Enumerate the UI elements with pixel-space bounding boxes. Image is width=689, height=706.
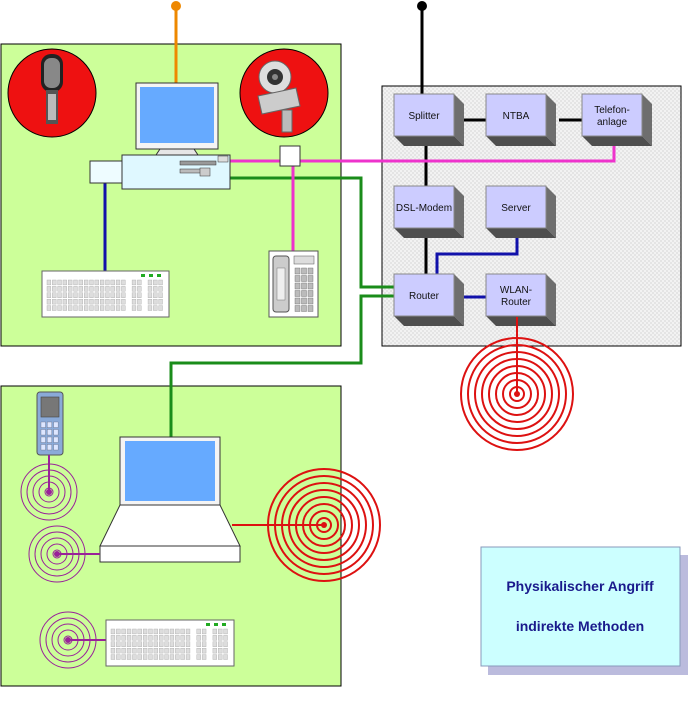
laptop-radio-waves xyxy=(267,468,381,582)
ntba-box: NTBA xyxy=(485,93,556,146)
splitter-box: Splitter xyxy=(393,93,464,146)
phone-wire xyxy=(230,143,616,163)
telefonanlage-box-label-2: anlage xyxy=(597,117,627,128)
mobile-phone-icon xyxy=(36,391,64,456)
microphone-icon xyxy=(7,48,97,138)
title-line1: Physikalischer Angriff xyxy=(506,578,654,594)
mobile-bug-waves xyxy=(20,463,78,521)
wlan-router-box: WLAN-Router xyxy=(485,273,556,326)
lan-wire-pc xyxy=(230,176,395,289)
wlan-router-box-label-1: WLAN- xyxy=(500,285,532,296)
keyboard-icon xyxy=(105,619,235,667)
title-box xyxy=(480,546,681,667)
webcam-icon xyxy=(239,48,329,138)
antenna-tip xyxy=(171,1,181,11)
router-box: Router xyxy=(393,273,464,326)
external-line-tip xyxy=(417,1,427,11)
desktop-pc-icon xyxy=(89,82,231,190)
splitter-box-label: Splitter xyxy=(408,111,440,122)
laptop-bug-waves xyxy=(28,525,86,583)
keyboard-icon xyxy=(41,270,170,318)
wire-server-router xyxy=(435,233,519,274)
dsl-modem-box-label: DSL-Modem xyxy=(396,203,452,214)
wlan-router-box-label-2: Router xyxy=(501,297,532,308)
phone-base-icon xyxy=(268,250,319,318)
dsl-modem-box: DSL-Modem xyxy=(393,185,464,238)
server-box-label: Server xyxy=(501,203,531,214)
server-box: Server xyxy=(485,185,556,238)
telefonanlage-box-label-1: Telefon- xyxy=(594,105,630,116)
laptop-icon xyxy=(99,436,241,563)
ntba-box-label: NTBA xyxy=(503,111,530,122)
title-line2: indirekte Methoden xyxy=(516,618,644,634)
camera-hub xyxy=(279,145,301,167)
router-box-label: Router xyxy=(409,291,440,302)
lan-wire-laptop xyxy=(169,294,395,440)
telefonanlage-box: Telefon-anlage xyxy=(581,93,652,146)
